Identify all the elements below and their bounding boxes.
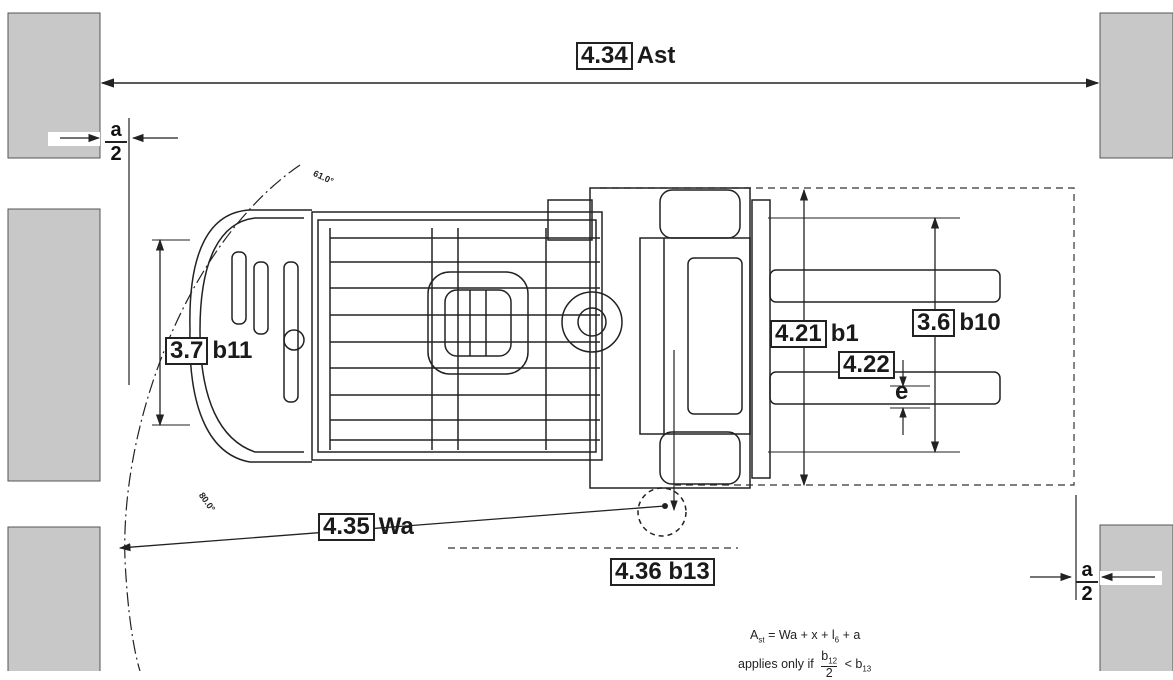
b10-code: 3.6: [912, 309, 956, 337]
formula-frac-den: 2: [825, 665, 833, 680]
clearance-denominator-right: 2: [1081, 583, 1093, 605]
angle-label-steer-max: 61.0°: [312, 168, 336, 186]
chassis: [311, 211, 603, 461]
fork-upper: [769, 269, 1001, 303]
wall-bottom-left: [7, 526, 101, 678]
b1-symbol: b1: [830, 320, 859, 347]
formula-fraction: b12 2: [821, 649, 838, 680]
formula-line-1: Ast = Wa + x + l6 + a: [750, 628, 860, 645]
operator-seat: [427, 271, 529, 375]
e-code: 4.22: [838, 351, 895, 379]
turning-radius-arc: [124, 164, 301, 672]
b11-code: 3.7: [165, 337, 209, 365]
b1-code: 4.21: [770, 320, 827, 348]
clearance-fraction-left: a 2: [105, 120, 127, 164]
front-wheel-top: [659, 189, 741, 239]
formula-rhs: b: [855, 656, 863, 671]
formula-eq: = Wa + x + l: [768, 628, 835, 642]
steering-wheel: [561, 291, 623, 353]
formula-line-2: applies only if b12 2 < b13: [738, 650, 871, 679]
formula-rhs-sub: 13: [862, 664, 872, 674]
formula-condition-text: applies only if: [738, 656, 814, 671]
mast: [639, 237, 751, 435]
angle-label-steer-inner: 80.0°: [197, 490, 218, 513]
wall-notch-left: [48, 132, 100, 146]
ast-symbol: Ast: [636, 42, 676, 69]
b10-symbol: b10: [959, 309, 1001, 336]
wall-top-right: [1099, 12, 1173, 159]
formula-tail: + a: [842, 628, 861, 642]
wa-code: 4.35: [318, 513, 375, 541]
e-code-label: 4.22: [838, 351, 899, 379]
formula-lt: <: [844, 656, 852, 671]
clearance-denominator-left: 2: [110, 143, 122, 165]
b11-symbol: b11: [212, 337, 253, 364]
clearance-numerator-left: a: [105, 120, 127, 143]
wall-mid-left: [7, 208, 101, 482]
formula-lhs-sub: st: [758, 635, 765, 645]
b13-code: 4.36 b13: [610, 558, 715, 586]
front-wheel-bottom: [659, 431, 741, 485]
formula-l-sub: 6: [834, 635, 840, 645]
wa-radius-line: [118, 505, 666, 552]
fork-carriage: [751, 199, 771, 479]
ast-code: 4.34: [576, 42, 633, 70]
counterweight: [189, 209, 312, 463]
clearance-fraction-right: a 2: [1076, 560, 1098, 604]
formula-lhs: A: [750, 628, 759, 642]
wall-bottom-right: [1099, 524, 1173, 676]
b13-label: 4.36 b13: [610, 558, 715, 586]
e-symbol-label: e: [895, 378, 909, 405]
wall-notch-right: [1100, 571, 1162, 585]
formula-frac-num: b: [821, 649, 829, 663]
clearance-numerator-right: a: [1076, 560, 1098, 583]
formula-frac-num-sub: 12: [828, 656, 838, 666]
wa-symbol: Wa: [378, 513, 414, 540]
